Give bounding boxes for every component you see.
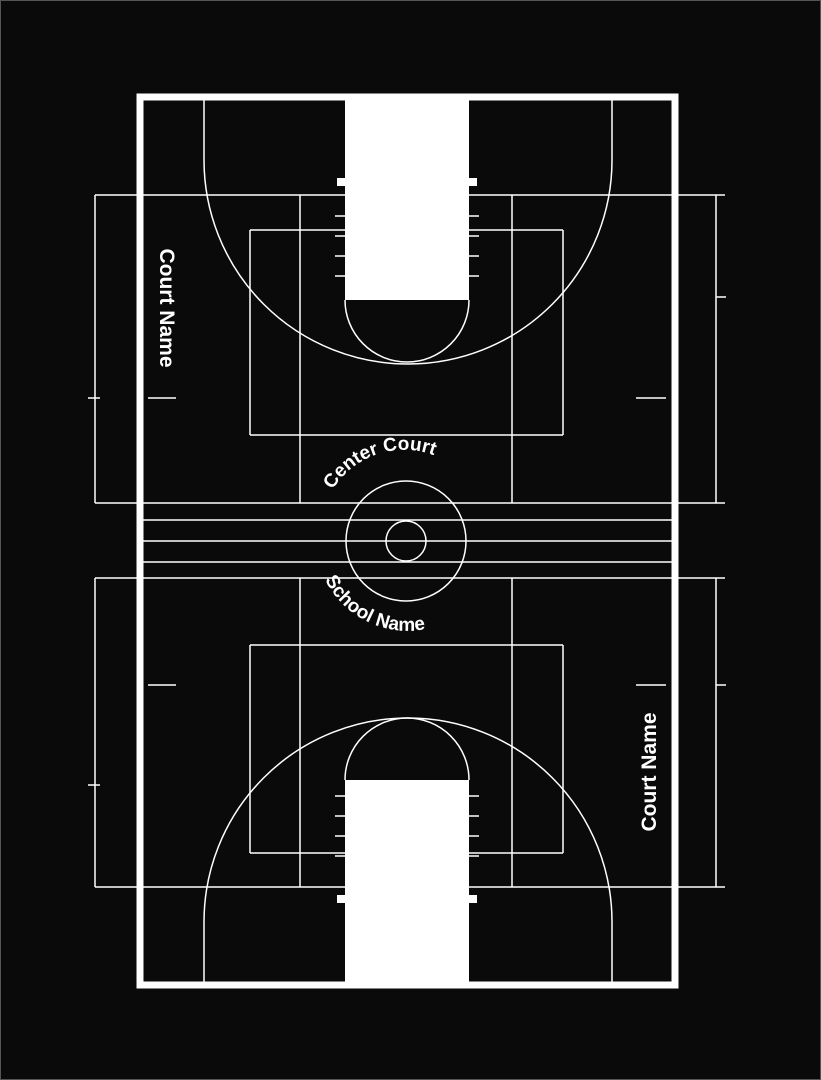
bottom-key — [203, 717, 613, 982]
side-label-top: Court Name — [155, 248, 178, 367]
side-label-bottom: Court Name — [638, 712, 661, 831]
overlay-lines — [88, 194, 726, 888]
top-key — [203, 100, 613, 365]
